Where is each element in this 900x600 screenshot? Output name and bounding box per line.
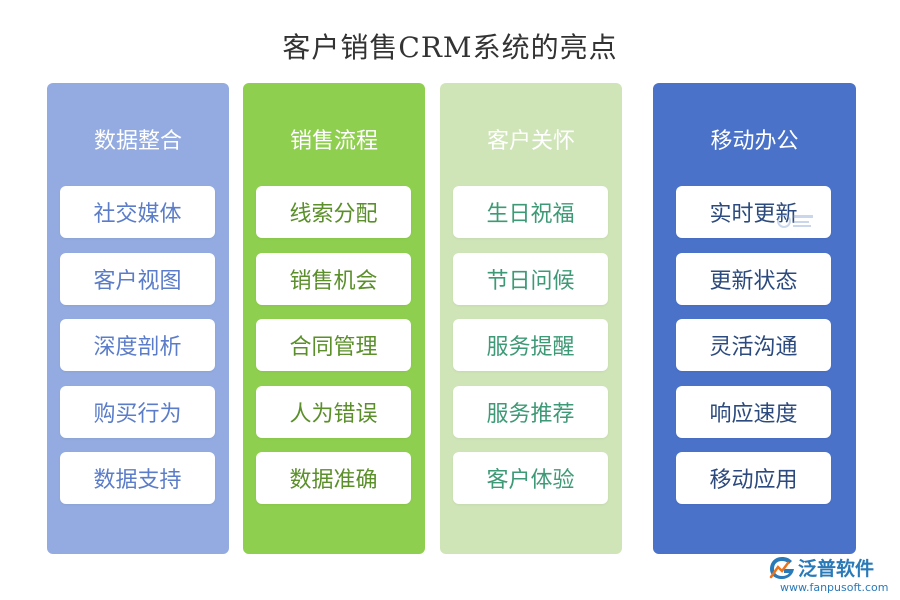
feature-card: 深度剖析 xyxy=(60,319,215,371)
watermark-logo-icon xyxy=(777,214,813,228)
feature-card: 响应速度 xyxy=(676,386,831,438)
column-customer-care: 客户关怀 生日祝福 节日问候 服务提醒 服务推荐 客户体验 xyxy=(440,83,622,554)
column-heading: 移动办公 xyxy=(710,129,799,154)
brand-name: 泛普软件 xyxy=(798,558,875,580)
brand-logo: 泛普软件 www.fanpusoft.com xyxy=(768,553,893,595)
feature-card: 人为错误 xyxy=(256,386,411,438)
feature-card: 线索分配 xyxy=(256,186,411,238)
feature-card: 生日祝福 xyxy=(453,186,608,238)
feature-card: 数据支持 xyxy=(60,452,215,504)
feature-card: 数据准确 xyxy=(256,452,411,504)
feature-card: 社交媒体 xyxy=(60,186,215,238)
page-title: 客户销售CRM系统的亮点 xyxy=(282,31,618,64)
column-heading: 客户关怀 xyxy=(486,129,575,154)
feature-card: 移动应用 xyxy=(676,452,831,504)
brand-url: www.fanpusoft.com xyxy=(780,581,889,594)
feature-card: 客户视图 xyxy=(60,253,215,305)
feature-card: 购买行为 xyxy=(60,386,215,438)
feature-card: 销售机会 xyxy=(256,253,411,305)
feature-card: 服务推荐 xyxy=(453,386,608,438)
fanpu-logo-icon xyxy=(769,557,794,579)
column-heading: 销售流程 xyxy=(289,129,378,154)
feature-card: 合同管理 xyxy=(256,319,411,371)
column-data-integration: 数据整合 社交媒体 客户视图 深度剖析 购买行为 数据支持 xyxy=(47,83,229,554)
feature-card: 灵活沟通 xyxy=(676,319,831,371)
column-mobile-office: 移动办公 实时更新 更新状态 灵活沟通 响应速度 移动应用 xyxy=(653,83,856,554)
feature-card: 实时更新 xyxy=(676,186,831,238)
feature-card: 客户体验 xyxy=(453,452,608,504)
feature-card: 节日问候 xyxy=(453,253,608,305)
column-sales-process: 销售流程 线索分配 销售机会 合同管理 人为错误 数据准确 xyxy=(243,83,425,554)
column-heading: 数据整合 xyxy=(93,129,182,154)
feature-card: 服务提醒 xyxy=(453,319,608,371)
feature-card: 更新状态 xyxy=(676,253,831,305)
